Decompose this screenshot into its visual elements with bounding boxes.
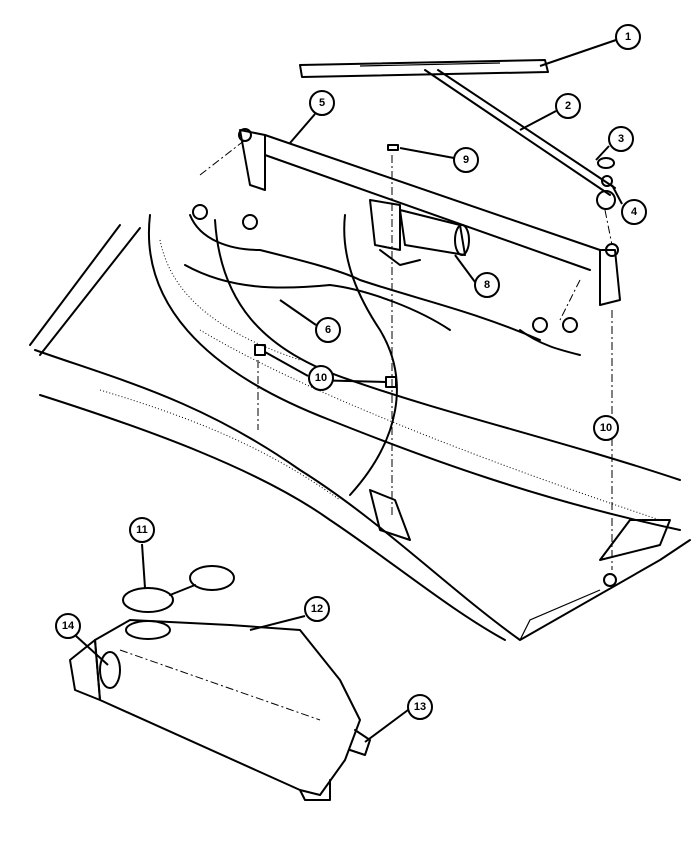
- callout-12: 12: [304, 596, 330, 622]
- callout-3: 3: [608, 126, 634, 152]
- fasteners: [254, 144, 617, 587]
- svg-text:14: 14: [62, 620, 75, 632]
- svg-text:3: 3: [618, 133, 624, 145]
- svg-text:8: 8: [484, 279, 490, 291]
- svg-text:4: 4: [631, 206, 638, 218]
- wiper-motor: [369, 199, 470, 266]
- svg-text:11: 11: [136, 524, 148, 536]
- callout-10-center: 10: [308, 365, 334, 391]
- callout-6: 6: [315, 317, 341, 343]
- callout-2: 2: [555, 93, 581, 119]
- assembly-lines: [199, 139, 613, 570]
- svg-text:12: 12: [311, 603, 323, 615]
- callout-5: 5: [309, 90, 335, 116]
- svg-text:2: 2: [565, 100, 571, 112]
- svg-text:5: 5: [319, 97, 325, 109]
- wiper-blade-and-arm: [299, 59, 616, 210]
- svg-text:1: 1: [625, 31, 631, 43]
- callout-1: 1: [615, 24, 641, 50]
- wiper-linkage: [238, 128, 621, 306]
- washer-reservoir: [69, 619, 371, 801]
- reservoir-cap: [122, 565, 235, 613]
- callout-10-right: 10: [593, 415, 619, 441]
- cowl-panel: [29, 214, 691, 641]
- callout-13: 13: [407, 694, 433, 720]
- callout-4: 4: [621, 199, 647, 225]
- svg-text:10: 10: [315, 372, 327, 384]
- callout-11: 11: [129, 517, 155, 543]
- svg-text:13: 13: [414, 701, 426, 713]
- washer-hoses: [184, 204, 581, 496]
- callout-8: 8: [474, 272, 500, 298]
- svg-text:6: 6: [325, 324, 331, 336]
- callout-14: 14: [55, 613, 81, 639]
- svg-text:10: 10: [600, 422, 612, 434]
- leader-lines: [75, 39, 623, 743]
- callout-9: 9: [453, 147, 479, 173]
- svg-text:9: 9: [463, 154, 469, 166]
